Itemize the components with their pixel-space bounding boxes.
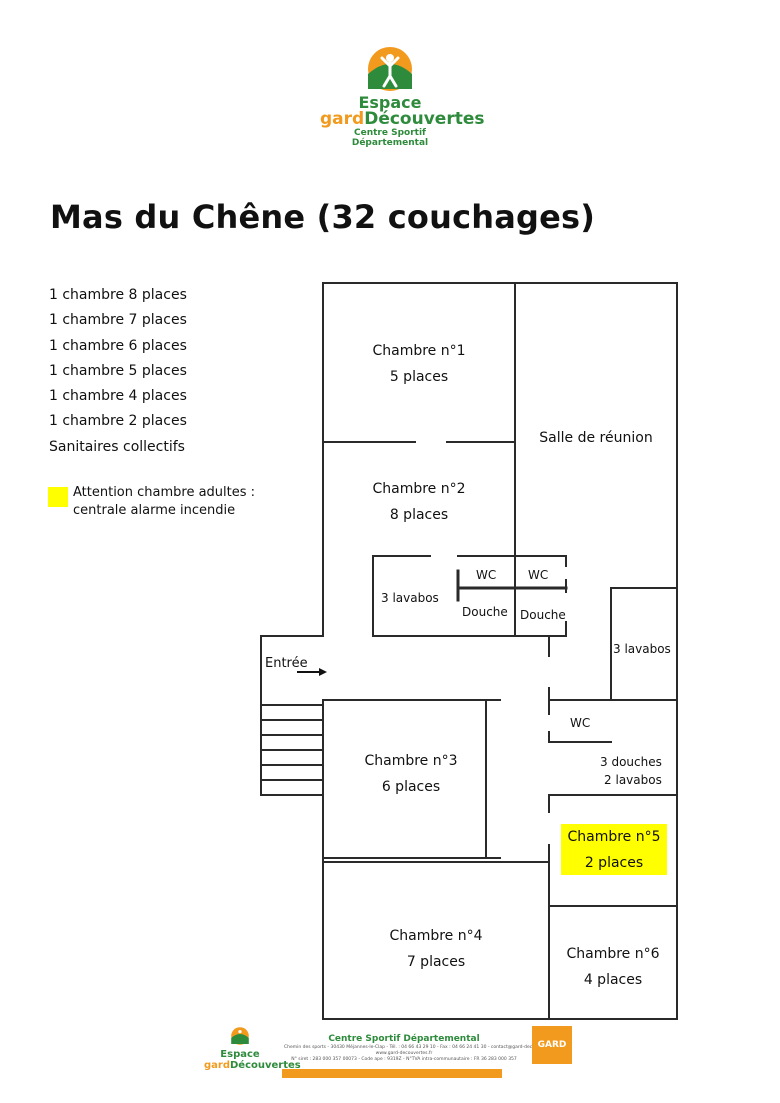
note-line-2: centrale alarme incendie <box>73 503 236 518</box>
room-2-places: 8 places <box>389 507 449 523</box>
footer-espace: Espace <box>220 1049 260 1060</box>
douches-line-1: 3 douches <box>600 755 662 769</box>
rooms-legend: 1 chambre 8 places 1 chambre 7 places 1 … <box>49 283 187 460</box>
room-1: Chambre n°1 5 places <box>323 338 515 390</box>
legend-item: 1 chambre 4 places <box>49 388 187 405</box>
gard-logo-text: GARD <box>537 1040 567 1050</box>
footer-title: Centre Sportif Départemental <box>328 1034 480 1044</box>
room-6: Chambre n°6 4 places <box>549 941 677 993</box>
room-1-name: Chambre n°1 <box>372 343 466 359</box>
douche-2-label: Douche <box>520 608 566 622</box>
room-3-places: 6 places <box>381 779 441 795</box>
room-4-places: 7 places <box>406 954 466 970</box>
footer-contact: Centre Sportif Départemental Chemin des … <box>284 1034 557 1063</box>
highlight-swatch <box>48 487 68 507</box>
douches-line-2: 2 lavabos <box>604 773 662 787</box>
room-4-name: Chambre n°4 <box>389 928 483 944</box>
wc-1-label: WC <box>476 568 497 582</box>
meeting-room-name: Salle de réunion <box>539 430 653 446</box>
wc-2-label: WC <box>528 568 549 582</box>
brand-espace: Espace <box>358 93 422 112</box>
brand-gard: gard <box>320 109 365 129</box>
alarm-note: Attention chambre adultes : centrale ala… <box>73 484 255 520</box>
brand-decouvertes: Découvertes <box>364 109 485 129</box>
lavabos-left-label: 3 lavabos <box>381 591 439 605</box>
legend-item: 1 chambre 2 places <box>49 413 187 430</box>
legend-item: 1 chambre 5 places <box>49 362 187 379</box>
room5-highlight <box>561 824 667 875</box>
meeting-room: Salle de réunion <box>515 425 677 451</box>
legend-item: 1 chambre 7 places <box>49 312 187 329</box>
espace-gard-logo: Espace gardDécouvertes Centre Sportif Dé… <box>320 44 484 148</box>
brand-subtitle: Centre Sportif Départemental <box>351 128 429 148</box>
footer-legal: N° siret : 283 000 357 00073 - Code ape … <box>291 1057 517 1062</box>
legend-item: 1 chambre 6 places <box>49 337 187 354</box>
legend-item: Sanitaires collectifs <box>49 438 185 455</box>
lavabos-right-label: 3 lavabos <box>613 642 671 656</box>
room-6-places: 4 places <box>583 972 643 988</box>
note-line-1: Attention chambre adultes : <box>73 485 256 500</box>
footer-orange-bar <box>282 1069 502 1078</box>
room-5-name: Chambre n°5 <box>567 829 661 845</box>
wc-3-label: WC <box>570 716 591 730</box>
footer-website: www.gard-decouvertes.fr <box>375 1051 433 1056</box>
brand-name: gardDécouvertes <box>320 109 484 129</box>
footer-address: Chemin des sports - 30430 Méjannes-le-Cl… <box>284 1045 557 1050</box>
entrance-label: Entrée <box>265 656 308 671</box>
douche-1-label: Douche <box>462 605 508 619</box>
gard-department-logo: GARD <box>532 1026 572 1064</box>
room-4: Chambre n°4 7 places <box>323 923 549 975</box>
room-2-name: Chambre n°2 <box>372 481 466 497</box>
footer-climber-icon <box>231 1027 249 1045</box>
room-3: Chambre n°3 6 places <box>323 748 499 800</box>
footer-decouvertes: Découvertes <box>230 1060 301 1071</box>
footer-gard: gard <box>204 1060 230 1071</box>
climber-logo-icon <box>368 47 412 91</box>
entrance-arrow-icon <box>297 668 327 676</box>
room-5: Chambre n°5 2 places <box>561 824 667 876</box>
room-6-name: Chambre n°6 <box>566 946 660 962</box>
douches-label: 3 douches 2 lavabos <box>600 753 662 789</box>
page-title: Mas du Chêne (32 couchages) <box>50 198 596 236</box>
legend-item: 1 chambre 8 places <box>49 287 187 303</box>
room-5-places: 2 places <box>584 855 644 871</box>
room-3-name: Chambre n°3 <box>364 753 458 769</box>
footer-logo: Espace gardDécouvertes <box>204 1026 301 1071</box>
room-1-places: 5 places <box>389 369 449 385</box>
footer-brand: gardDécouvertes <box>204 1060 301 1071</box>
room-2: Chambre n°2 8 places <box>323 476 515 528</box>
